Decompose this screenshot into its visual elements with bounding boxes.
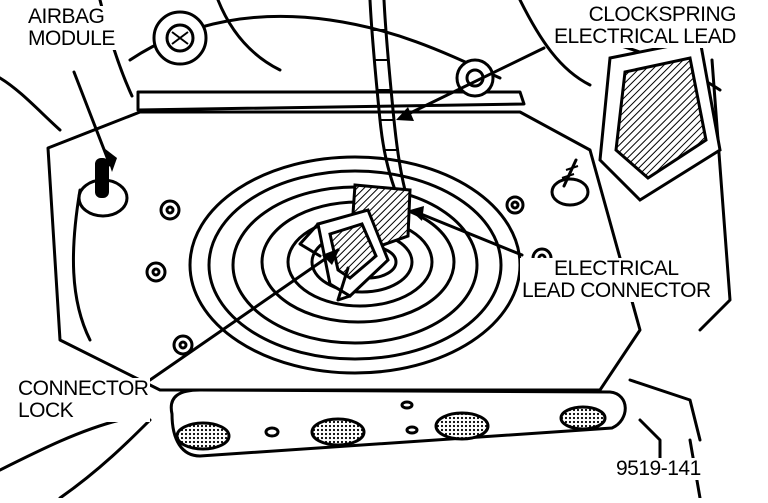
electrical-lead-connector-label: ELECTRICAL LEAD CONNECTOR — [520, 258, 713, 302]
electrical-lead-connector-label-line2: LEAD CONNECTOR — [522, 279, 711, 302]
right-module-block — [598, 38, 722, 202]
mounting-bolts — [145, 195, 553, 356]
connector-lock-label-line1: CONNECTOR — [18, 377, 149, 400]
airbag-module-label: AIRBAG MODULE — [26, 6, 117, 50]
airbag-module-stud — [77, 158, 129, 218]
top-bolt — [152, 10, 208, 66]
figure-number: 9519-141 — [614, 457, 703, 480]
threaded-stud — [550, 158, 590, 207]
leader-lines — [72, 46, 546, 382]
lower-rail — [169, 378, 702, 462]
connector-lock-label-line2: LOCK — [18, 399, 74, 422]
clockspring-lead-label-line1: CLOCKSPRING — [588, 3, 737, 26]
clockspring-lead-label-line2: ELECTRICAL LEAD — [554, 25, 736, 48]
electrical-lead-connector — [298, 183, 412, 302]
clockspring-electrical-lead — [368, 0, 407, 192]
airbag-module-label-line2: MODULE — [28, 27, 115, 50]
clockspring-lead-label: CLOCKSPRING ELECTRICAL LEAD — [552, 4, 738, 48]
airbag-module-label-line1: AIRBAG — [28, 5, 105, 28]
connector-lock-label: CONNECTOR LOCK — [16, 377, 151, 422]
electrical-lead-connector-label-line1: ELECTRICAL — [554, 257, 679, 280]
right-top-bolt — [455, 58, 495, 98]
